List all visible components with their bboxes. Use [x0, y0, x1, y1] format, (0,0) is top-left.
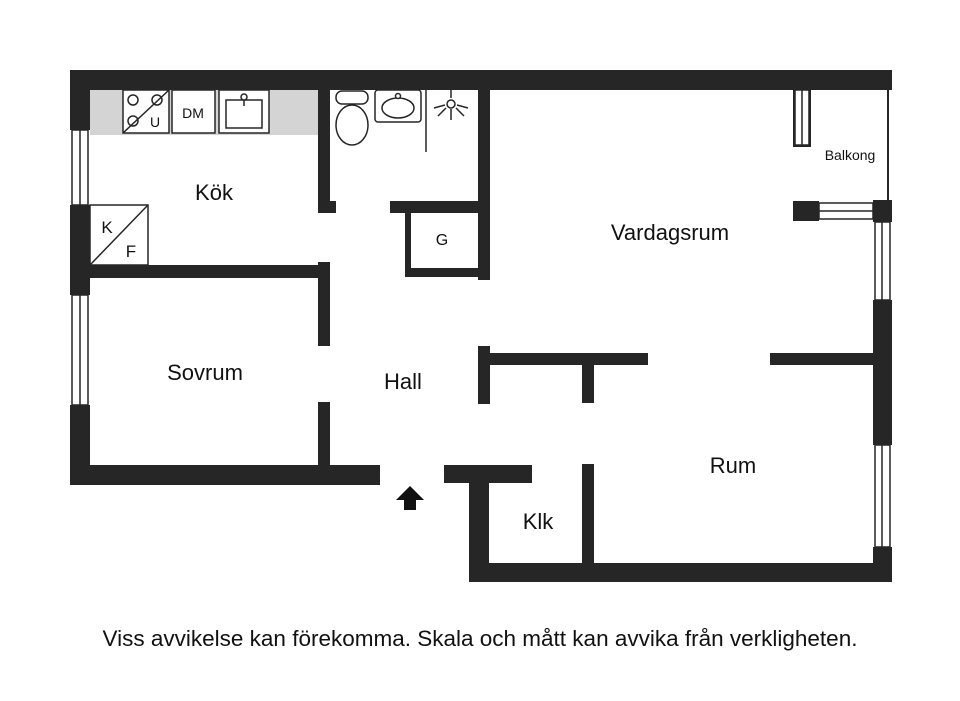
- walls: [70, 70, 892, 582]
- fridge-freezer-icon: [89, 204, 149, 266]
- dishwasher-icon: [171, 89, 216, 134]
- fridge-label: K: [101, 218, 113, 237]
- entrance-arrow-icon: [396, 486, 424, 510]
- bathroom-sink-icon: [374, 89, 422, 123]
- balcony-outline: [811, 88, 889, 201]
- room-label-vardagsrum: Vardagsrum: [611, 220, 729, 245]
- room-label-balkong: Balkong: [825, 147, 876, 163]
- dishwasher-label: DM: [182, 105, 204, 121]
- room-label-klk: Klk: [523, 509, 555, 534]
- disclaimer-text: Viss avvikelse kan förekomma. Skala och …: [102, 626, 858, 651]
- shower-icon: [425, 90, 469, 152]
- stove-label: U: [150, 114, 160, 130]
- wardrobe-label: G: [436, 232, 448, 249]
- kitchen-sink-icon: [218, 89, 270, 134]
- room-label-kok: Kök: [195, 180, 234, 205]
- room-label-hall: Hall: [384, 369, 422, 394]
- freezer-label: F: [126, 242, 136, 261]
- stove-icon: [122, 89, 170, 134]
- room-label-sovrum: Sovrum: [167, 360, 243, 385]
- room-label-rum: Rum: [710, 453, 756, 478]
- toilet-icon: [335, 90, 369, 146]
- windows: [71, 89, 891, 548]
